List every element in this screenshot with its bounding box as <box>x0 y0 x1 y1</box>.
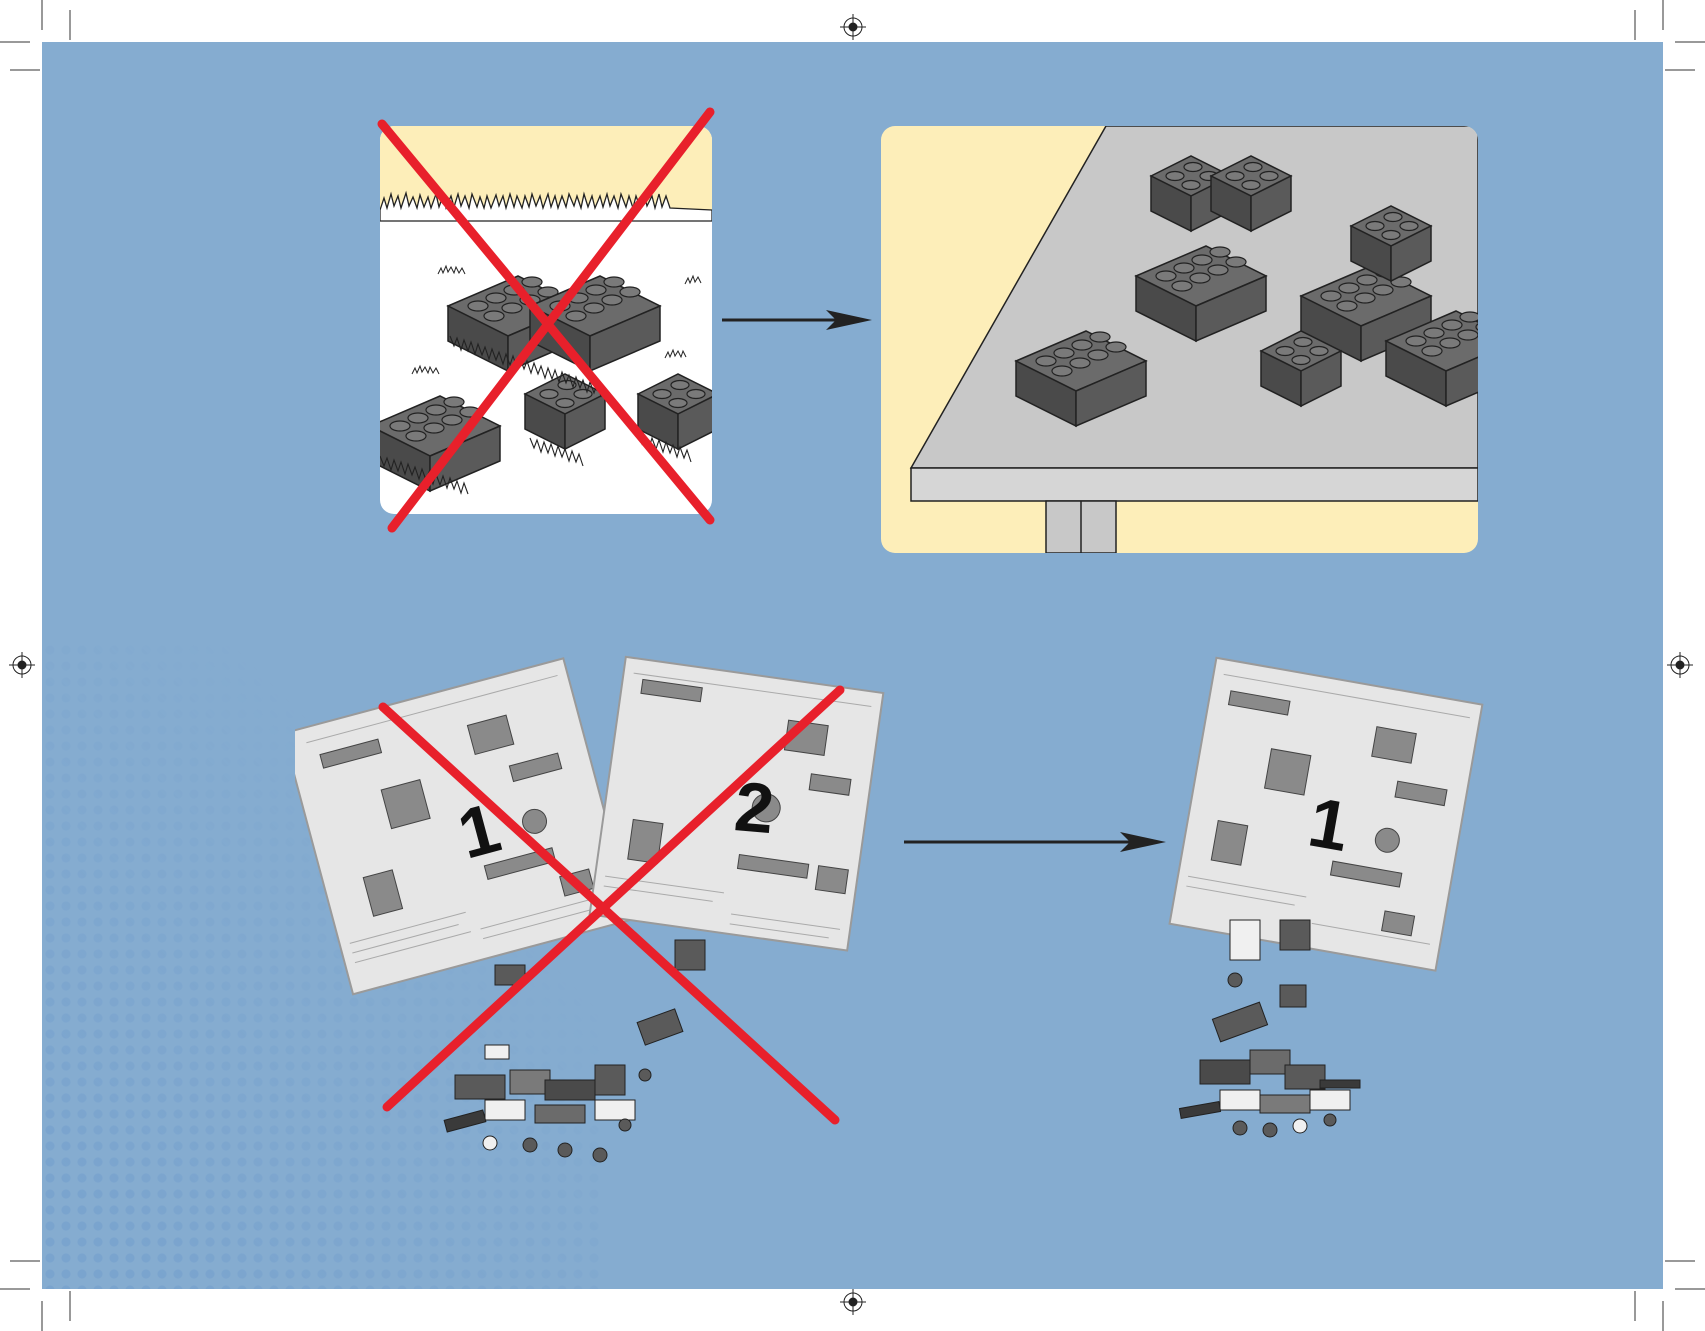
registration-mark-top <box>840 14 866 40</box>
registration-mark-bottom <box>840 1289 866 1315</box>
arrow-right-icon <box>904 830 1166 854</box>
right-table-panel <box>881 126 1478 553</box>
spilled-parts <box>444 940 705 1162</box>
right-single-bag-scene: 1 <box>1160 650 1500 1170</box>
registration-mark-right <box>1667 652 1693 678</box>
registration-mark-left <box>9 652 35 678</box>
table-edge <box>911 468 1478 501</box>
wrong-two-bags-scene: 1 2 <box>295 655 925 1175</box>
arrow-right-icon <box>722 308 872 332</box>
cross-out-grass <box>370 100 730 540</box>
